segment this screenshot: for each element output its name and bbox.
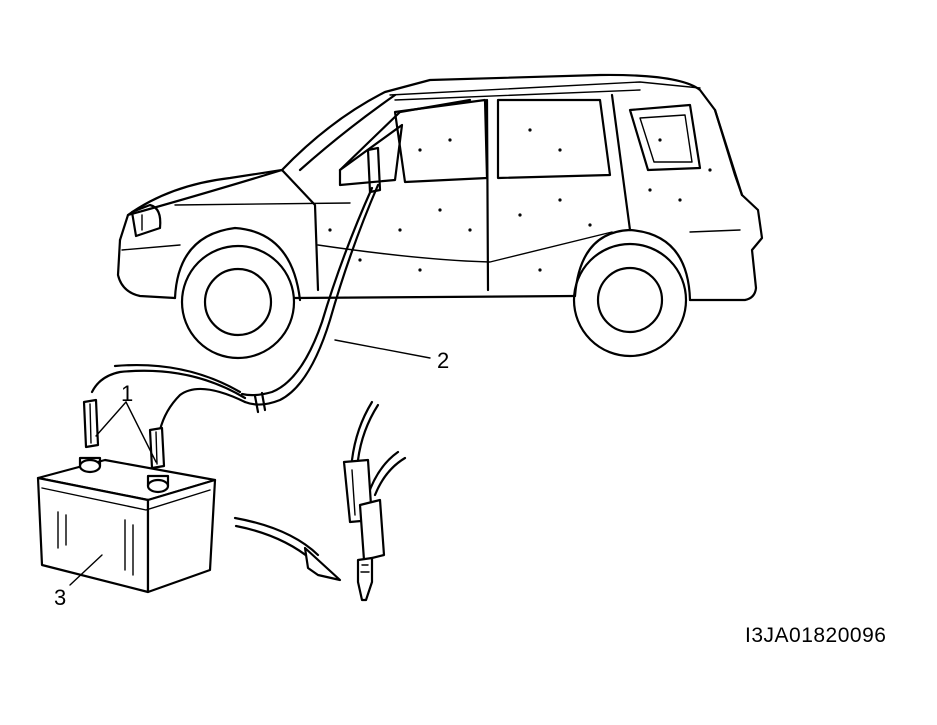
leader-line-1a bbox=[95, 401, 127, 437]
harness-cable bbox=[90, 183, 380, 432]
vehicle-illustration bbox=[116, 73, 764, 360]
battery-icon bbox=[36, 456, 217, 594]
leader-line-2 bbox=[334, 339, 431, 359]
callout-1: 1 bbox=[121, 381, 133, 406]
figure-id: I3JA01820096 bbox=[745, 624, 887, 647]
callout-2: 2 bbox=[437, 348, 449, 373]
leader-line-1b bbox=[125, 401, 157, 463]
probe-icon bbox=[342, 400, 407, 602]
callout-3: 3 bbox=[54, 585, 66, 610]
leader-line-3 bbox=[69, 554, 103, 586]
arrow-icon bbox=[233, 516, 342, 582]
body-texture bbox=[328, 128, 712, 272]
